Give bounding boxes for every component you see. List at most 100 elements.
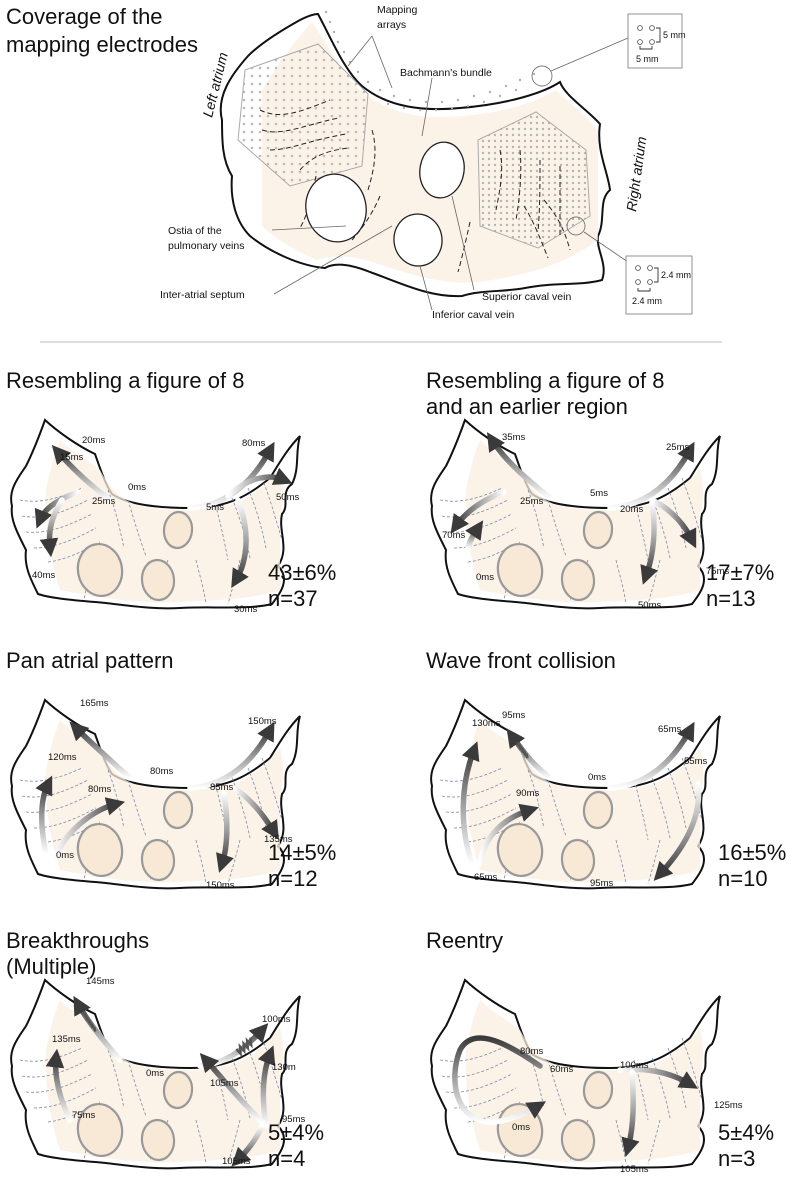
panel-2-fibre (681, 477, 703, 541)
panel-1-time-label: 30ms (234, 604, 257, 615)
panel-1-vein (76, 543, 124, 597)
panel-4-vein (560, 838, 596, 882)
panel-1-title-line-1: Resembling a figure of 8 (6, 368, 244, 393)
panel-3-activation-arrow (35, 775, 53, 857)
superior-caval-vein-label: Superior caval vein (482, 291, 571, 303)
panel-5-time-label: 100ms (262, 1014, 291, 1025)
spacing-top-horizontal: 5 mm (636, 54, 659, 64)
panel-2-time-label: 50ms (638, 600, 661, 611)
septum-label: Inter-atrial septum (160, 289, 245, 301)
panel-3-time-label: 150ms (206, 880, 235, 891)
panel-2-activation-arrow (649, 497, 697, 549)
panel-6-fibre (439, 1047, 503, 1062)
panel-4-fibre (453, 807, 517, 829)
panel-5-time-label: 75ms (72, 1110, 95, 1121)
panel-5-time-label: 130m (272, 1062, 296, 1073)
panel-4-fibre (503, 845, 513, 881)
panel-4-time-label: 65ms (658, 724, 681, 735)
inferior-caval-vein-label: Inferior caval vein (432, 309, 514, 321)
panel-6-time-label: 125ms (714, 1100, 743, 1111)
panel-5-time-label: 135ms (52, 1034, 81, 1045)
panel-5-vein (162, 1070, 194, 1110)
coverage-title-line-2: mapping electrodes (6, 32, 198, 57)
ostia-label-1: Ostia of the (168, 225, 222, 237)
panel-5-activation-arrow (231, 1123, 265, 1167)
panel-4-time-label: 65ms (474, 872, 497, 883)
panel-3-time-label: 0ms (56, 850, 74, 861)
panel-5-time-label: 95ms (282, 1114, 305, 1125)
panel-2-vein (560, 558, 596, 602)
panel-4-fibre (547, 779, 567, 837)
panel-2-fibre (503, 565, 513, 601)
panel-4-fibre (527, 769, 545, 829)
panel-3-time-label: 135ms (264, 834, 293, 845)
panel-1-count: n=37 (268, 586, 318, 611)
panel-3-fibre (231, 777, 251, 839)
right-atrium-label: Right atrium (623, 135, 649, 212)
panel-1-fibre (127, 499, 147, 557)
panel-2-vein (496, 543, 544, 597)
panel-5: Breakthroughs(Multiple)145ms135ms75ms0ms… (6, 928, 324, 1171)
panel-4-fibre (667, 767, 687, 829)
panel-6-activation-arrow (617, 1066, 699, 1089)
electrode-spacing-box-bottom: 2.4 mm 2.4 mm (625, 255, 693, 315)
panel-6-percentage: 5±4% (718, 1120, 774, 1145)
panel-2-fibre (647, 559, 661, 605)
panel-1-activation-arrow (39, 497, 65, 558)
panel-1-time-label: 5ms (206, 502, 224, 513)
panel-4-fibre (681, 757, 703, 821)
panel-5-time-label: 145ms (86, 976, 115, 987)
panel-3-activation-arrow (231, 785, 279, 840)
panel-1-vein (162, 510, 194, 550)
superior-caval-vein-ostium (419, 141, 465, 199)
panel-5-vein (140, 1118, 176, 1162)
panel-1: Resembling a figure of 820ms15ms25ms40ms… (6, 368, 336, 615)
panel-1-fibre (247, 487, 267, 549)
panel-4-activation-arrow (477, 803, 539, 867)
panel-1-activation-arrow (231, 497, 249, 589)
panel-5-time-label: 105ms (222, 1156, 251, 1167)
panel-4-time-label: 95ms (590, 878, 613, 889)
panel-6-time-label: 80ms (520, 1046, 543, 1057)
panel-2-fibre (527, 489, 545, 549)
mapping-arrays-label-2: arrays (377, 19, 406, 31)
pulmonary-vein-ostium (305, 173, 367, 243)
panel-1-fibre (227, 559, 241, 605)
panel-4-time-label: 90ms (516, 788, 539, 799)
panel-5-fibre (261, 1037, 283, 1101)
panel-4-fibre (647, 839, 661, 885)
panel-2-activation-arrow (640, 499, 658, 585)
panel-5-vein (76, 1103, 124, 1157)
mapping-arrays-label-1: Mapping (377, 4, 417, 16)
panel-5-count: n=4 (268, 1146, 305, 1171)
panel-5-activation-arrow (257, 1045, 276, 1129)
panel-2-time-label: 5ms (590, 488, 608, 499)
panel-2-time-label: 35ms (502, 432, 525, 443)
right-mapping-array (477, 111, 591, 249)
panel-3-activation-arrow (216, 789, 234, 873)
panel-6-time-label: 0ms (512, 1122, 530, 1133)
panel-2-title-line-2: and an earlier region (426, 394, 628, 419)
panel-1-activation-arrow (51, 444, 113, 503)
panel-6-fibre (445, 1073, 513, 1093)
panel-3-fibre (127, 779, 147, 837)
panel-3-fibre (83, 845, 93, 881)
panel-4-vein (582, 790, 614, 830)
panel-1-fibre (195, 559, 207, 605)
panel-2-time-label: 25ms (666, 442, 689, 453)
panel-4-title-line-1: Wave front collision (426, 648, 616, 673)
panel-5-fibre (107, 1049, 125, 1109)
panel-6-fibre (647, 1119, 661, 1165)
panel-5-title-line-1: Breakthroughs (6, 928, 149, 953)
panel-2-time-label: 75ms (706, 566, 729, 577)
panel-1-fibre (25, 513, 93, 533)
panel-3-fibre (25, 793, 93, 813)
panel-3-percentage: 14±5% (268, 840, 336, 865)
panel-4-time-label: 130ms (472, 718, 501, 729)
bachmann-array (324, 10, 536, 112)
panel-5-fibre (231, 1057, 251, 1119)
panel-2-activation-arrow (450, 489, 507, 534)
panel-2-fibre (547, 499, 567, 557)
panel-2-activation-arrow (486, 432, 553, 501)
